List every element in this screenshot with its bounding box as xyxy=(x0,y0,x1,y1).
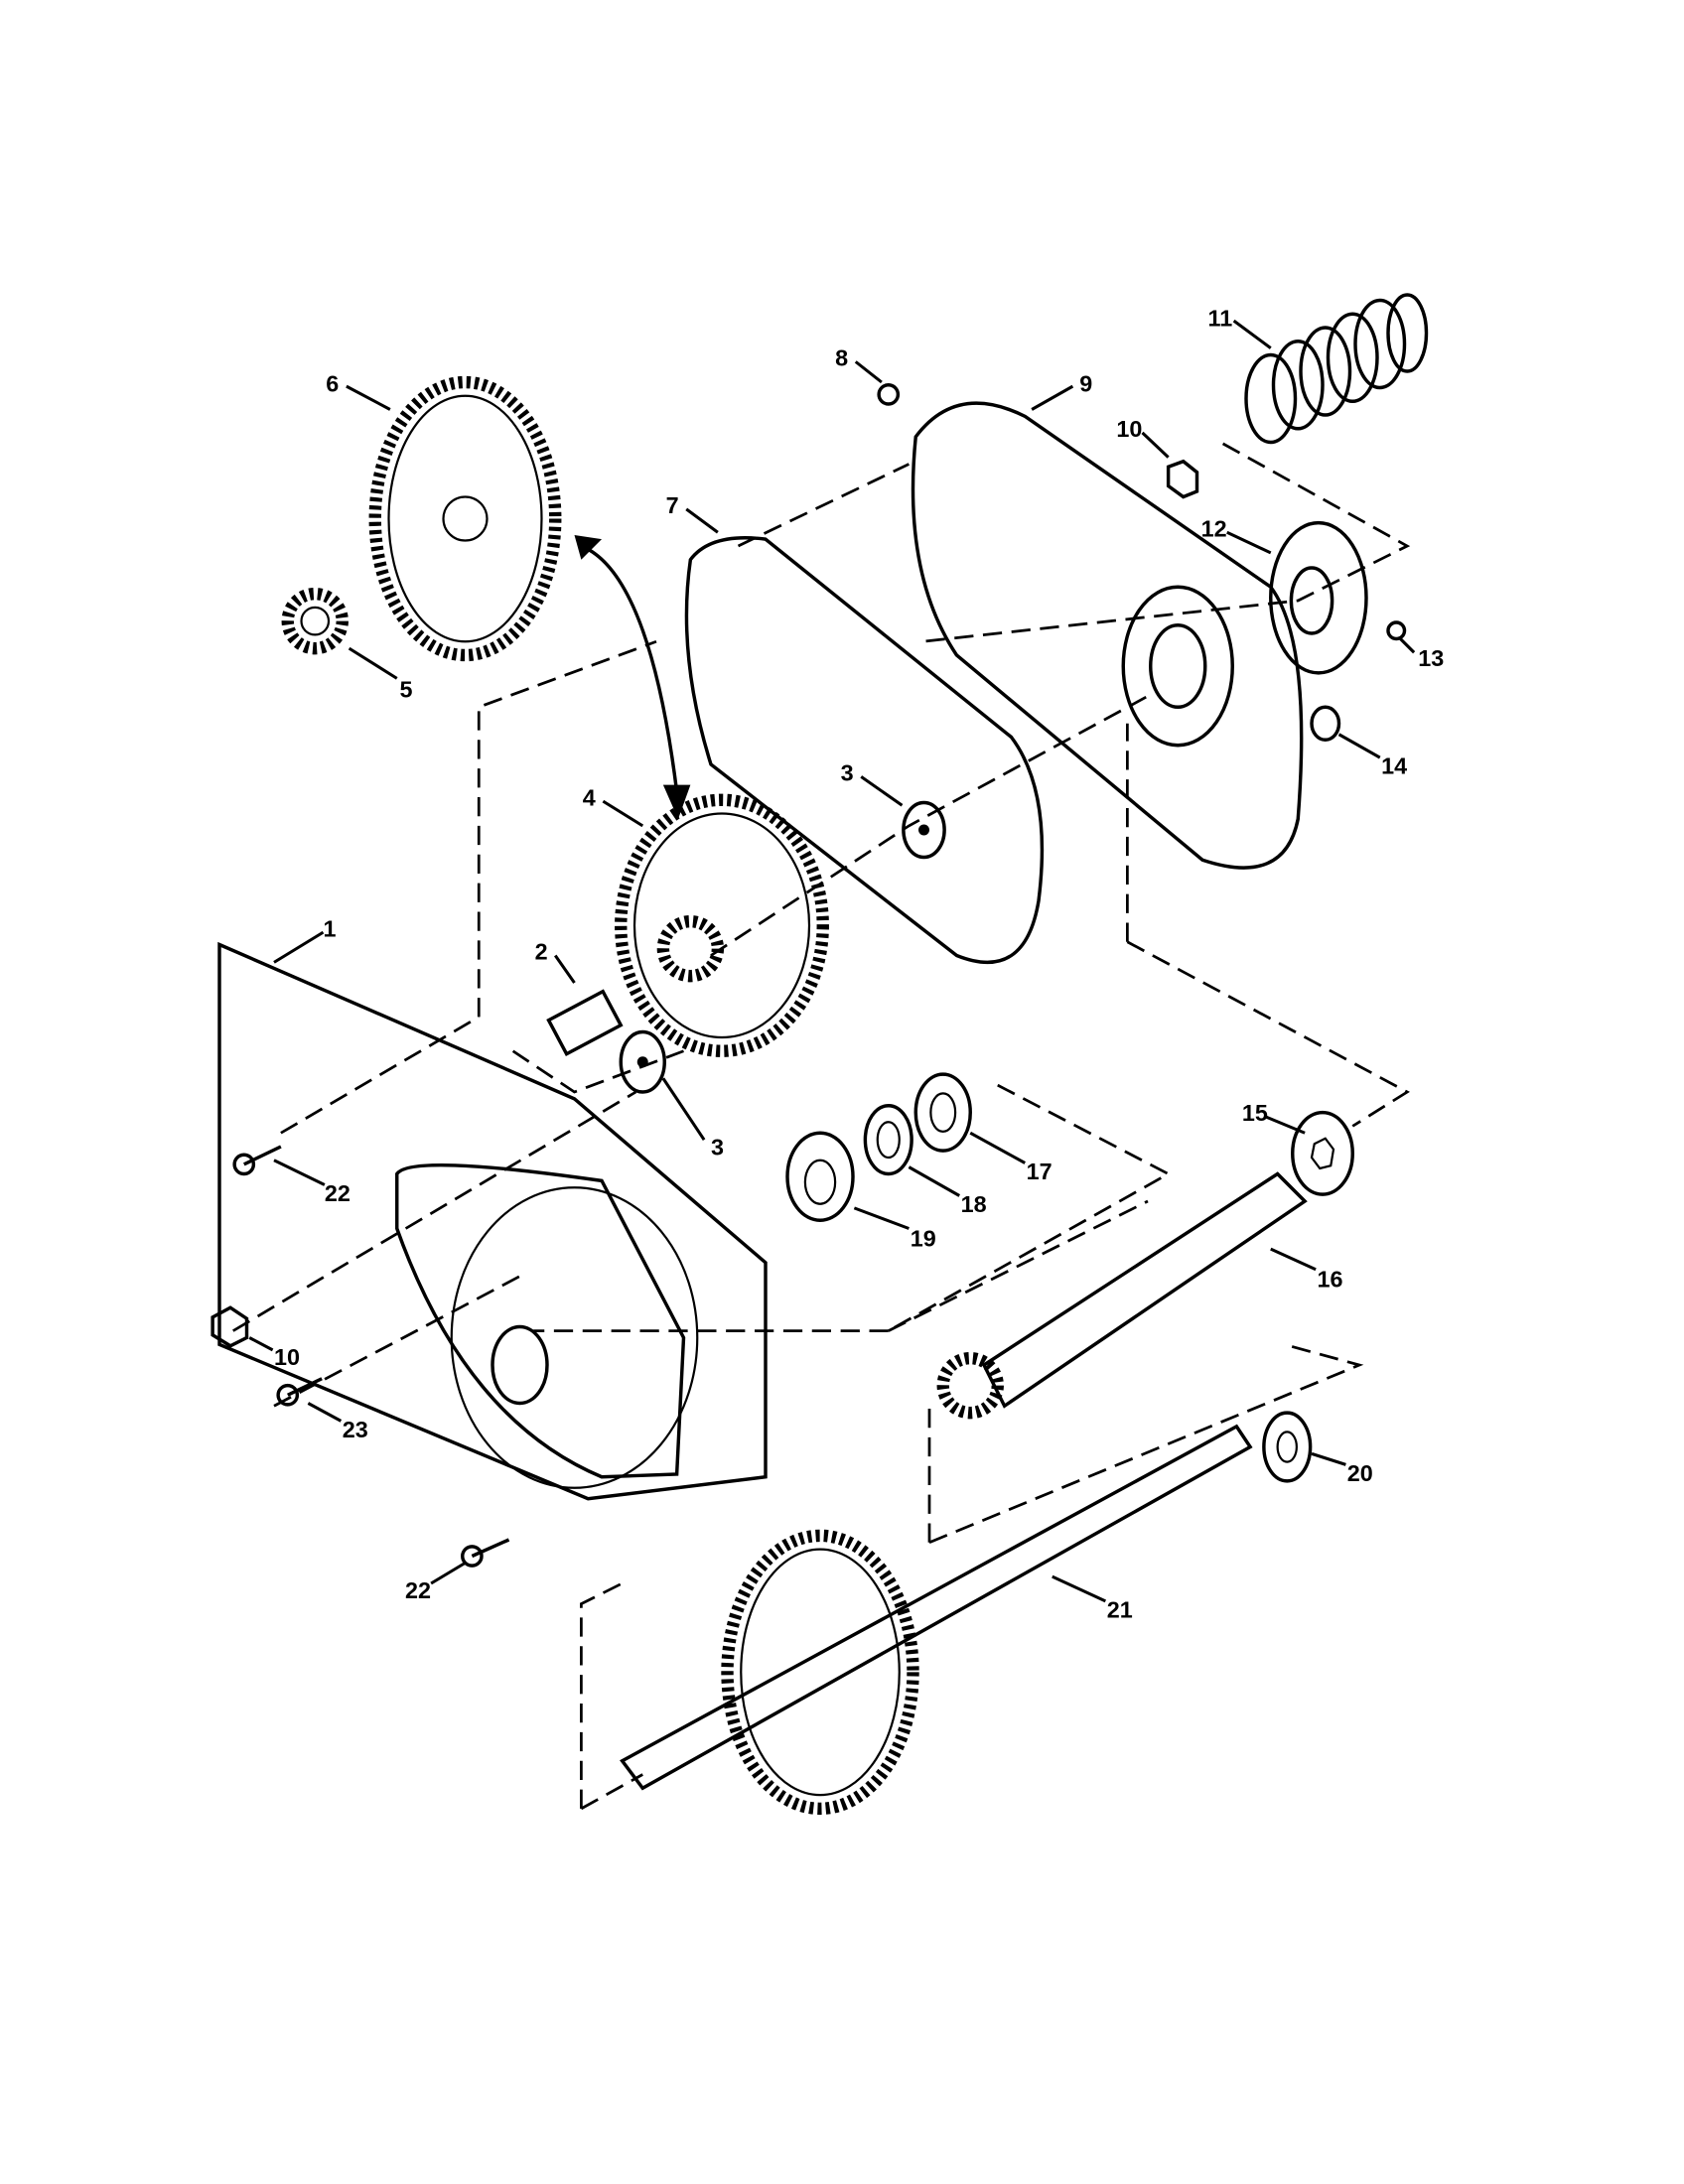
callout-3-lower: 3 xyxy=(711,1134,724,1160)
callout-18: 18 xyxy=(961,1191,987,1217)
part-9-cover xyxy=(911,401,1304,870)
part-10-nut xyxy=(210,459,1199,1348)
part-15-hex-washer xyxy=(1291,1110,1354,1196)
callout-19: 19 xyxy=(911,1225,936,1251)
part-6-gear xyxy=(368,375,562,662)
callout-12: 12 xyxy=(1201,515,1227,541)
leader-lines xyxy=(248,319,1416,1603)
part-22-bolt xyxy=(232,1145,510,1568)
callout-13: 13 xyxy=(1418,645,1444,671)
callout-4: 4 xyxy=(583,784,596,810)
callout-15: 15 xyxy=(1242,1100,1268,1126)
part-3-washer xyxy=(619,800,946,1094)
part-21-axle xyxy=(620,1424,1253,1816)
part-14-bushing xyxy=(1310,705,1341,742)
part-18-washer xyxy=(863,1104,913,1176)
callout-22-upper: 22 xyxy=(325,1180,351,1206)
part-7-gasket xyxy=(684,536,1045,965)
callout-8: 8 xyxy=(835,345,848,371)
callout-6: 6 xyxy=(326,371,339,397)
callout-2: 2 xyxy=(535,939,548,965)
part-5-pinion xyxy=(281,587,349,655)
part-17-bearing xyxy=(913,1072,972,1153)
assembly-lines xyxy=(232,442,1411,1811)
callout-11: 11 xyxy=(1208,306,1233,332)
callout-3-upper: 3 xyxy=(841,760,854,786)
gear-swap-arrow xyxy=(574,535,691,819)
part-8-nut xyxy=(877,383,901,406)
callout-22-lower: 22 xyxy=(405,1577,431,1603)
part-23-bolt xyxy=(276,1377,323,1407)
callout-1: 1 xyxy=(324,915,337,941)
part-20-washer xyxy=(1262,1411,1313,1483)
callout-17: 17 xyxy=(1027,1159,1052,1184)
callout-10: 10 xyxy=(1116,416,1142,442)
part-13-bolt xyxy=(1386,620,1407,641)
part-12-flange xyxy=(1269,520,1368,675)
part-16-hex-shaft xyxy=(936,1171,1308,1420)
callout-14: 14 xyxy=(1381,753,1407,779)
part-19-bushing xyxy=(785,1131,855,1222)
callout-7: 7 xyxy=(666,492,679,518)
part-11-spring xyxy=(1244,293,1429,445)
callout-21: 21 xyxy=(1107,1596,1133,1622)
callout-23: 23 xyxy=(343,1417,368,1442)
part-2-shaft xyxy=(546,989,624,1057)
callout-16: 16 xyxy=(1318,1267,1343,1293)
callout-20: 20 xyxy=(1347,1460,1373,1486)
callout-5: 5 xyxy=(400,677,413,703)
callout-9: 9 xyxy=(1079,371,1092,397)
callouts: 6 8 9 11 10 7 12 13 5 14 3 4 1 2 3 22 17… xyxy=(274,306,1444,1623)
part-1-side-plate xyxy=(217,941,768,1501)
callout-10-lower: 10 xyxy=(274,1344,300,1370)
part-4-gear xyxy=(615,793,829,1057)
